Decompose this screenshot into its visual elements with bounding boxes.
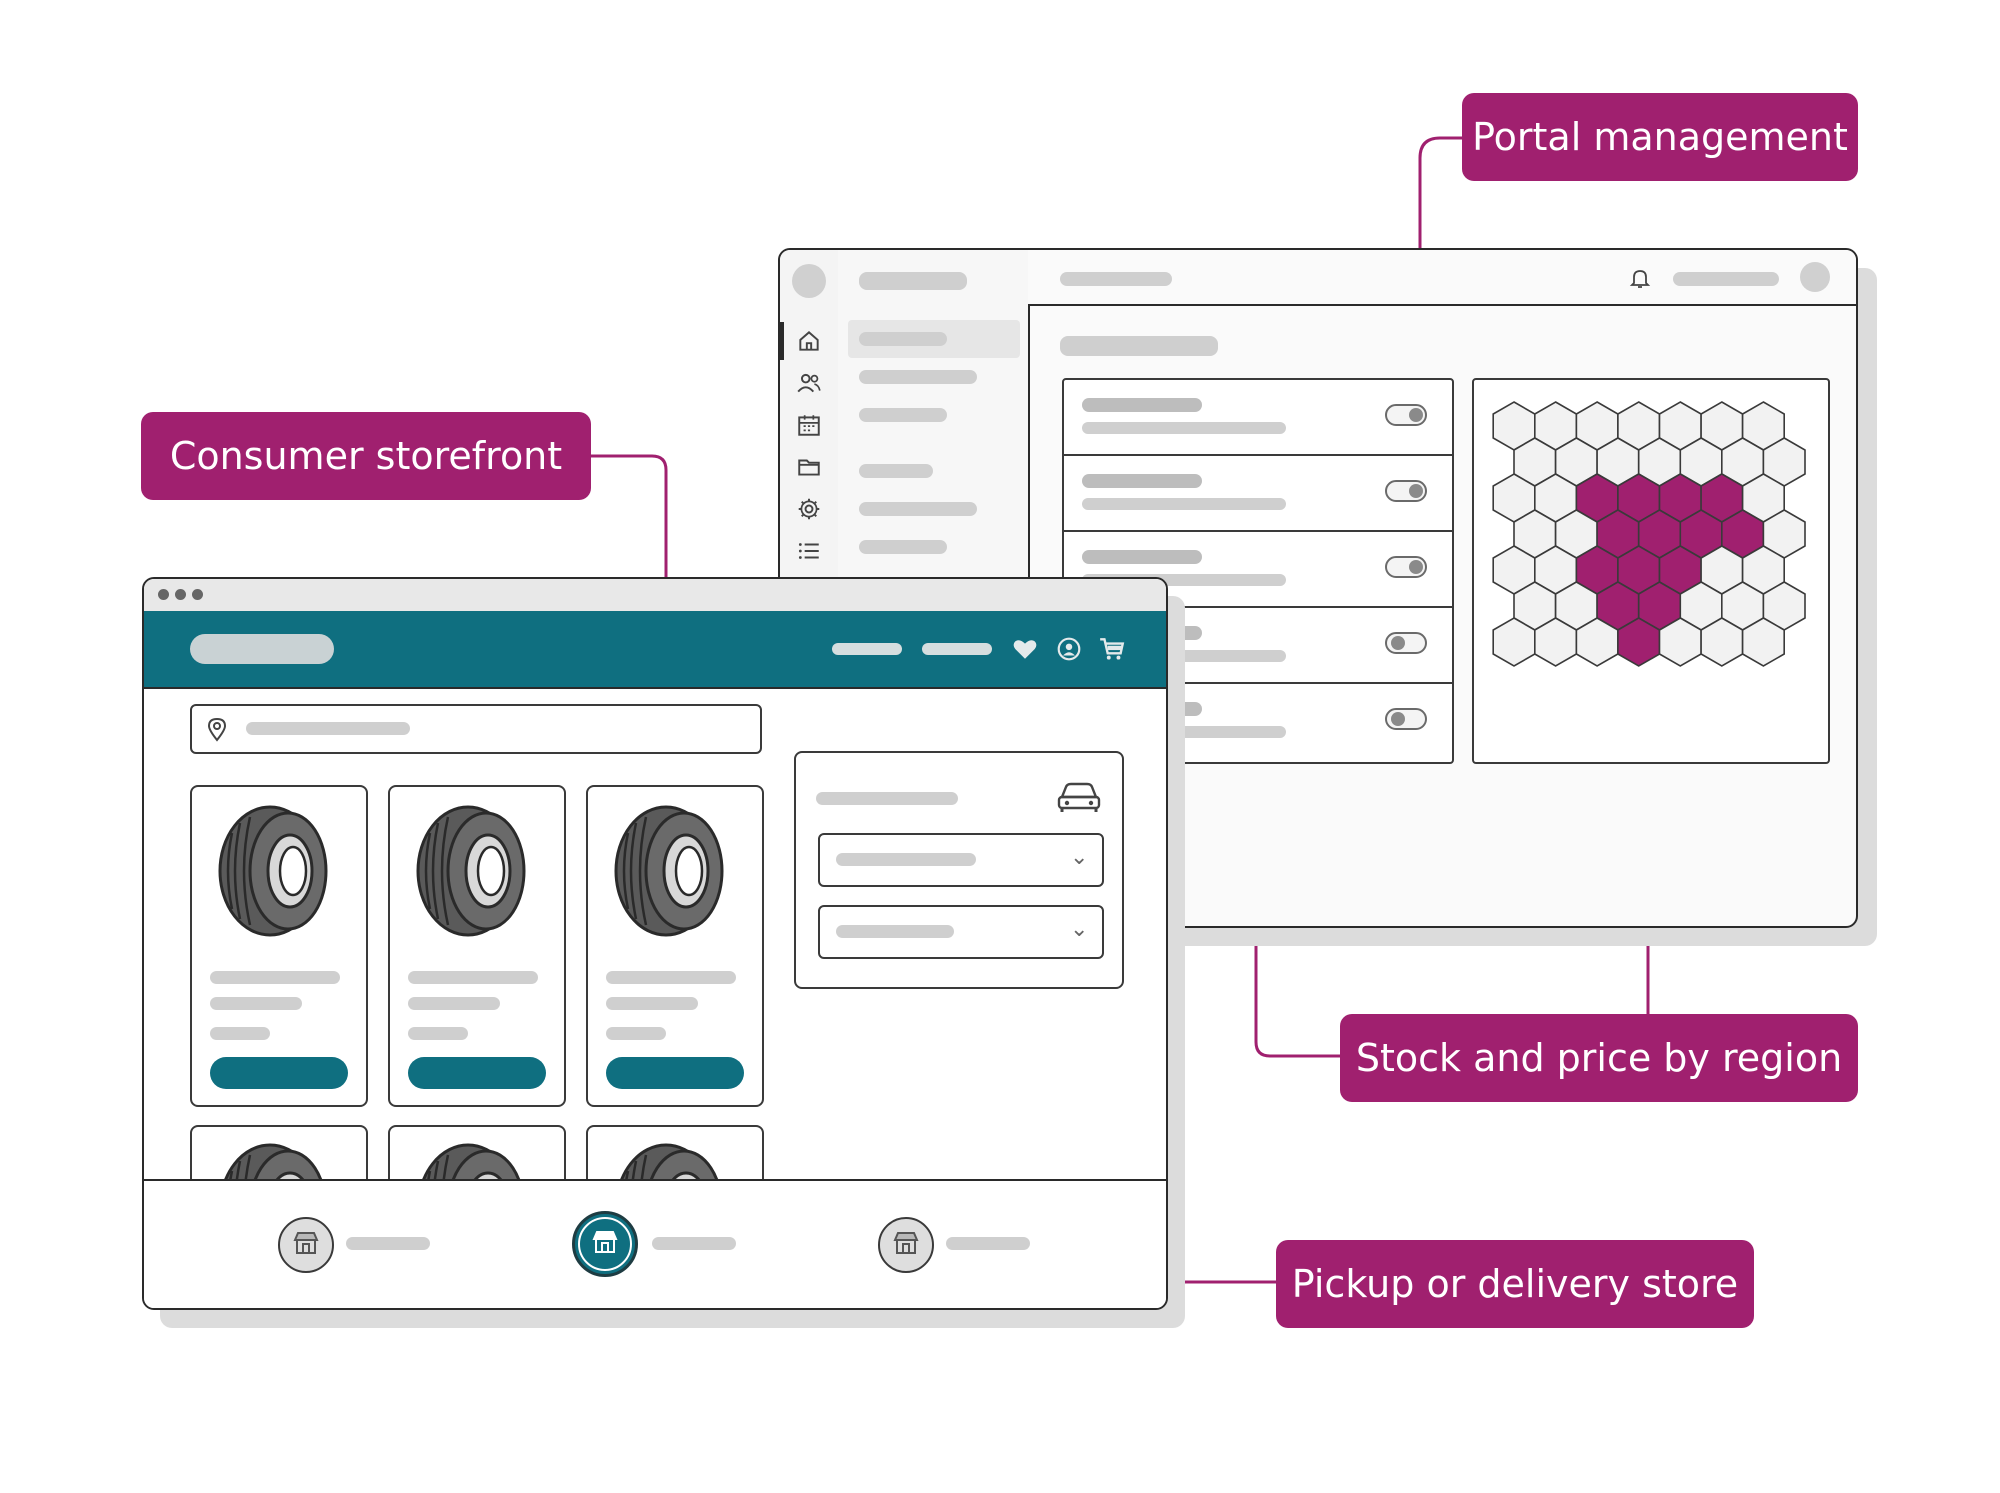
setting-desc [1082, 422, 1286, 434]
portal-logo [792, 264, 826, 298]
store-name [652, 1237, 736, 1250]
product-price [606, 1027, 666, 1040]
settings-row [1062, 454, 1454, 532]
chevron-down-icon: ⌄ [1070, 917, 1089, 942]
window-dot[interactable] [175, 589, 186, 600]
portal-page-title [1060, 336, 1218, 356]
product-title [210, 971, 340, 984]
region-hex[interactable] [1741, 617, 1786, 667]
portal-window [778, 248, 1858, 928]
avatar[interactable] [1800, 262, 1830, 292]
window-dot[interactable] [192, 589, 203, 600]
portal-menu-item[interactable] [859, 408, 947, 422]
portal-menu-item[interactable] [859, 502, 977, 516]
add-to-cart-button[interactable] [408, 1057, 546, 1089]
store-nav-link[interactable] [832, 643, 902, 655]
chevron-down-icon: ⌄ [1070, 845, 1089, 870]
store-icon [892, 1230, 920, 1261]
setting-toggle[interactable] [1385, 556, 1427, 578]
vehicle-select-value [836, 925, 954, 938]
tire-image [612, 803, 728, 944]
tire-image [414, 803, 530, 944]
location-pin-icon [207, 717, 227, 742]
store-logo[interactable] [190, 634, 334, 664]
tire-image [612, 1141, 728, 1179]
tire-image [216, 1141, 332, 1179]
setting-title [1082, 550, 1202, 564]
gear-icon[interactable] [796, 496, 822, 522]
tire-image [414, 1141, 530, 1179]
portal-menu-item[interactable] [859, 332, 947, 346]
tire-image [216, 803, 332, 944]
add-to-cart-button[interactable] [606, 1057, 744, 1089]
settings-row [1062, 606, 1454, 684]
store-nav-link[interactable] [922, 643, 992, 655]
product-price [408, 1027, 468, 1040]
portal-menu-title [859, 272, 967, 290]
settings-row [1062, 530, 1454, 608]
car-icon [1057, 782, 1101, 812]
cart-icon[interactable] [1098, 636, 1126, 662]
store-name [946, 1237, 1030, 1250]
product-subtitle [408, 997, 500, 1010]
user-icon[interactable] [1056, 636, 1082, 662]
setting-title [1082, 474, 1202, 488]
product-title [606, 971, 736, 984]
browser-title-bar [144, 579, 1166, 611]
portal-nav-active-marker [780, 322, 784, 360]
setting-toggle[interactable] [1385, 708, 1427, 730]
settings-row [1062, 378, 1454, 456]
window-dot[interactable] [158, 589, 169, 600]
portal-menu-item[interactable] [859, 370, 977, 384]
add-to-cart-button[interactable] [210, 1057, 348, 1089]
store-name [346, 1237, 430, 1250]
users-icon[interactable] [796, 370, 822, 396]
portal-menu-item[interactable] [859, 540, 947, 554]
storefront-window: ⌄ ⌄ [142, 577, 1168, 1310]
portal-connector [1418, 136, 1462, 268]
product-price [210, 1027, 270, 1040]
portal-header-title [1060, 272, 1172, 286]
store-icon [292, 1230, 320, 1261]
setting-toggle[interactable] [1385, 480, 1427, 502]
portal-menu-item[interactable] [859, 464, 933, 478]
calendar-icon[interactable] [796, 412, 822, 438]
setting-toggle[interactable] [1385, 632, 1427, 654]
product-title [408, 971, 538, 984]
pickup-store-callout: Pickup or delivery store [1276, 1240, 1754, 1328]
home-icon[interactable] [796, 328, 822, 354]
stock-price-callout: Stock and price by region [1340, 1014, 1858, 1102]
filter-title [816, 792, 958, 805]
search-placeholder-bar [246, 722, 410, 735]
folder-icon[interactable] [796, 454, 822, 480]
product-subtitle [210, 997, 302, 1010]
product-subtitle [606, 997, 698, 1010]
list-icon[interactable] [796, 538, 822, 564]
portal-management-callout: Portal management [1462, 93, 1858, 181]
store-option-selected[interactable] [572, 1211, 638, 1277]
setting-desc [1082, 498, 1286, 510]
store-option[interactable] [278, 1217, 334, 1273]
consumer-storefront-callout: Consumer storefront [141, 412, 591, 500]
heart-icon[interactable] [1012, 637, 1038, 661]
storefront-connector [590, 454, 668, 718]
portal-user-name [1673, 272, 1779, 286]
setting-toggle[interactable] [1385, 404, 1427, 426]
store-option[interactable] [878, 1217, 934, 1273]
setting-title [1082, 398, 1202, 412]
bell-icon[interactable] [1628, 266, 1652, 290]
vehicle-select-value [836, 853, 976, 866]
region-hex-map[interactable] [1492, 400, 1812, 740]
